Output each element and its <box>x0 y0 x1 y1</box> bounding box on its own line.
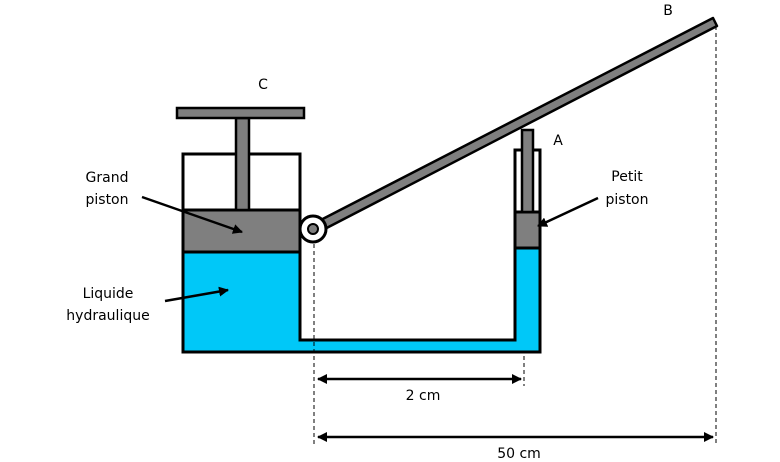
pointer-arrow-grand-piston <box>141 195 243 234</box>
label-grand-piston-2: piston <box>86 192 129 208</box>
channel-inner-wall <box>298 248 517 342</box>
label-point-a: A <box>553 133 563 149</box>
press-platform <box>175 106 306 120</box>
lever-pivot-center <box>307 223 319 235</box>
label-point-b: B <box>663 3 673 19</box>
label-petit-piston-1: Petit <box>611 169 643 185</box>
label-dimension-small: 2 cm <box>406 388 441 404</box>
hydraulic-liquid <box>181 246 542 354</box>
small-piston-rod <box>520 128 535 214</box>
label-grand-piston-1: Grand <box>86 170 129 186</box>
small-piston <box>513 210 542 250</box>
label-liquide-2: hydraulique <box>66 308 149 324</box>
label-point-c: C <box>258 77 268 93</box>
large-piston-rod <box>234 116 251 212</box>
label-petit-piston-2: piston <box>606 192 649 208</box>
pointer-arrow-liquide <box>164 286 229 303</box>
label-liquide-1: Liquide <box>83 286 134 302</box>
pointer-arrow-petit-piston <box>537 196 599 228</box>
label-dimension-large: 50 cm <box>497 446 541 462</box>
